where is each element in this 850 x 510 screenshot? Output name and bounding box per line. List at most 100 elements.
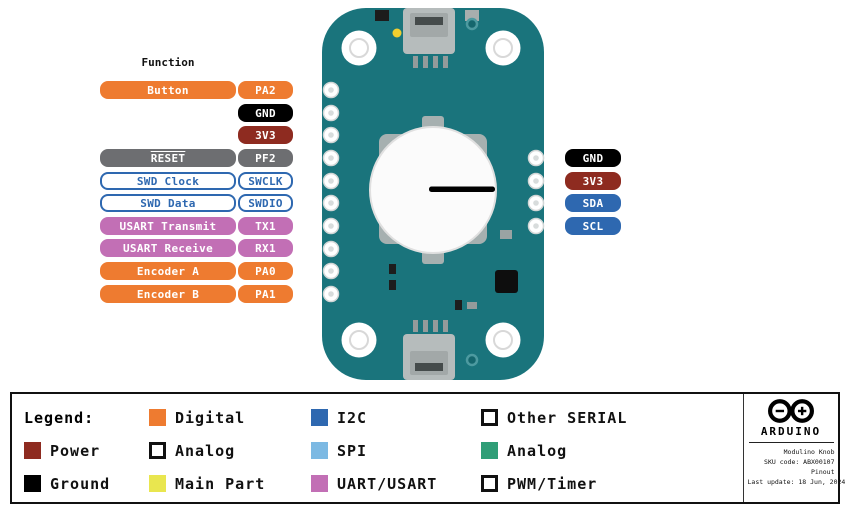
pin-function-label: Encoder A: [100, 262, 236, 280]
digital-swatch: [149, 409, 166, 426]
component: [389, 264, 396, 274]
brand-divider: [748, 442, 834, 443]
pin-row-sda: SDA: [565, 194, 621, 212]
pin-function-label: SWD Clock: [100, 172, 236, 190]
legend-item-label: Main Part: [175, 474, 266, 493]
pad: [527, 172, 545, 190]
pin-row-usart-tx: USART Transmit TX1: [100, 217, 293, 235]
component: [500, 230, 512, 239]
component: [375, 10, 389, 21]
main-part-swatch: [149, 475, 166, 492]
pin-name-label: PF2: [238, 149, 293, 167]
legend-item-label: Analog: [175, 441, 236, 460]
pad: [322, 172, 340, 190]
knob-indicator: [429, 186, 495, 192]
mounting-hole: [341, 30, 377, 66]
pin-name-label: PA2: [238, 81, 293, 99]
pad: [322, 217, 340, 235]
pin-name-label: 3V3: [238, 126, 293, 144]
arduino-logo-icon: [768, 399, 814, 423]
pin-name-label: SCL: [565, 217, 621, 235]
legend-item-main-part: Main Part: [149, 475, 311, 493]
pin-function-label: Button: [100, 81, 236, 99]
pin-name-label: 3V3: [565, 172, 621, 190]
ic-chip: [495, 270, 518, 293]
legend-item-uart: UART/USART: [311, 475, 481, 493]
pin-name-label: SWDIO: [238, 194, 293, 212]
legend-item-label: Ground: [50, 474, 111, 493]
pin-row-scl: SCL: [565, 217, 621, 235]
pin-name-label: TX1: [238, 217, 293, 235]
mounting-hole: [485, 30, 521, 66]
via: [465, 353, 479, 367]
pin-row-swd-data: SWD Data SWDIO: [100, 194, 293, 212]
component: [389, 280, 396, 290]
ground-swatch: [24, 475, 41, 492]
legend-item-i2c: I2C: [311, 409, 481, 427]
qwiic-connector-top: [403, 8, 455, 68]
component: [455, 300, 462, 310]
via: [465, 17, 479, 31]
pin-row-3v3-right: 3V3: [565, 172, 621, 190]
pad: [322, 149, 340, 167]
legend-item-label: I2C: [337, 408, 368, 427]
brand-block: ARDUINO Modulino Knob SKU code: ABX00107…: [743, 394, 845, 502]
pin-row-3v3-left: 3V3: [238, 126, 293, 144]
mounting-hole: [485, 322, 521, 358]
legend-item-label: Analog: [507, 441, 568, 460]
legend-item-label: Digital: [175, 408, 246, 427]
legend-item-other-serial: Other SERIAL: [481, 409, 731, 427]
legend-item-label: UART/USART: [337, 474, 438, 493]
pin-row-gnd-left: GND: [238, 104, 293, 122]
legend-title: Legend:: [24, 408, 95, 427]
component: [467, 302, 477, 309]
i2c-swatch: [311, 409, 328, 426]
pad: [322, 262, 340, 280]
pad: [322, 126, 340, 144]
component: [465, 10, 479, 21]
pin-function-label: RESET: [100, 149, 236, 167]
legend-item-pwm-timer: PWM/Timer: [481, 475, 731, 493]
pwm-timer-swatch: [481, 475, 498, 492]
power-swatch: [24, 442, 41, 459]
legend-item-label: Other SERIAL: [507, 408, 628, 427]
legend-panel: Legend: Digital I2C Other SERIAL Power A…: [10, 392, 845, 504]
sku-code: SKU code: ABX00107: [764, 458, 835, 466]
legend-item-label: SPI: [337, 441, 368, 460]
board-illustration: [322, 8, 545, 380]
mounting-hole: [341, 322, 377, 358]
pin-row-swd-clock: SWD Clock SWCLK: [100, 172, 293, 190]
pad: [322, 240, 340, 258]
pin-name-label: PA1: [238, 285, 293, 303]
spi-swatch: [311, 442, 328, 459]
function-column-header: Function: [141, 56, 195, 69]
pin-name-label: GND: [238, 104, 293, 122]
pin-function-label: USART Transmit: [100, 217, 236, 235]
analog-green-swatch: [481, 442, 498, 459]
pin-row-reset: RESET PF2: [100, 149, 293, 167]
pin-function-label: USART Receive: [100, 239, 236, 257]
pin-row-encoder-a: Encoder A PA0: [100, 262, 293, 280]
legend-item-label: Power: [50, 441, 101, 460]
legend-item-digital: Digital: [149, 409, 311, 427]
pin-row-usart-rx: USART Receive RX1: [100, 239, 293, 257]
pin-row-button: Button PA2: [100, 81, 293, 99]
pin-name-label: PA0: [238, 262, 293, 280]
legend-item-spi: SPI: [311, 442, 481, 460]
legend-item-ground: Ground: [24, 475, 149, 493]
led: [392, 28, 402, 38]
brand-name: ARDUINO: [760, 425, 822, 438]
legend-item-power: Power: [24, 442, 149, 460]
analog-outline-swatch: [149, 442, 166, 459]
pin-name-label: GND: [565, 149, 621, 167]
pin-row-gnd-right: GND: [565, 149, 621, 167]
pin-function-label: Encoder B: [100, 285, 236, 303]
legend-item-analog: Analog: [481, 442, 731, 460]
pin-function-label: SWD Data: [100, 194, 236, 212]
pad: [322, 194, 340, 212]
pad: [322, 81, 340, 99]
product-name: Modulino Knob: [783, 448, 835, 456]
legend-grid: Legend: Digital I2C Other SERIAL Power A…: [24, 401, 731, 500]
pad: [527, 149, 545, 167]
